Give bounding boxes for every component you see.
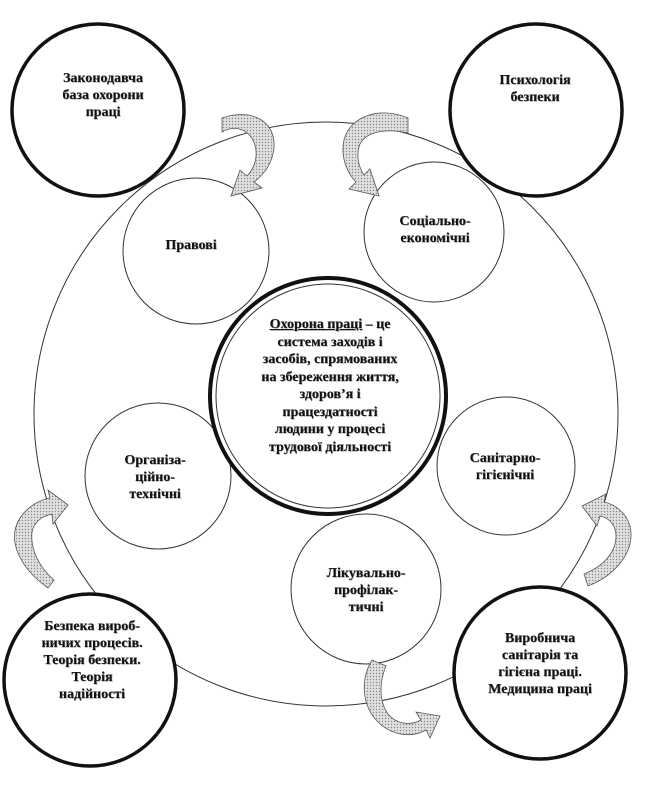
center-title: Охорона праці	[269, 317, 363, 332]
label-industrial-sanitation: Виробнича санітарія та гігієна праці. Ме…	[488, 631, 592, 697]
label-legislation: Законодавча база охорони праці	[62, 71, 144, 120]
circle-industrial-sanitation	[452, 585, 628, 761]
label-medical: Лікувально- профілак- тичні	[326, 566, 406, 615]
circle-center	[208, 276, 448, 516]
circle-sanitary	[436, 396, 576, 536]
curved-arrow-icon	[14, 489, 69, 589]
curved-arrow-icon	[363, 659, 441, 739]
label-sanitary: Санітарно- гігієнічні	[469, 451, 541, 483]
outer-ring	[33, 121, 619, 707]
circle-medical	[290, 513, 442, 665]
curved-arrow-icon	[581, 493, 632, 587]
circle-process-safety	[2, 592, 178, 768]
circle-center-inner-ring	[215, 283, 441, 509]
center-definition: Охорона праці – це система заходів і зас…	[238, 316, 422, 456]
circle-organizational	[84, 402, 232, 550]
circle-psychology	[448, 22, 624, 198]
center-text: – це система заходів і засобів, спрямова…	[261, 317, 399, 455]
circle-socio-economic	[363, 161, 505, 303]
label-legal: Правові	[165, 238, 217, 253]
curved-arrow-icon	[221, 114, 275, 197]
circle-legal	[122, 177, 270, 325]
curved-arrow-icon	[342, 112, 409, 197]
circle-legislation	[10, 22, 186, 198]
label-process-safety: Безпека вироб- ничих процесів. Теорія бе…	[41, 619, 143, 702]
label-organizational: Організа- ційно- технічні	[124, 453, 186, 502]
label-socio-economic: Соціально- економічні	[399, 214, 471, 246]
label-psychology: Психологія безпеки	[499, 73, 571, 105]
